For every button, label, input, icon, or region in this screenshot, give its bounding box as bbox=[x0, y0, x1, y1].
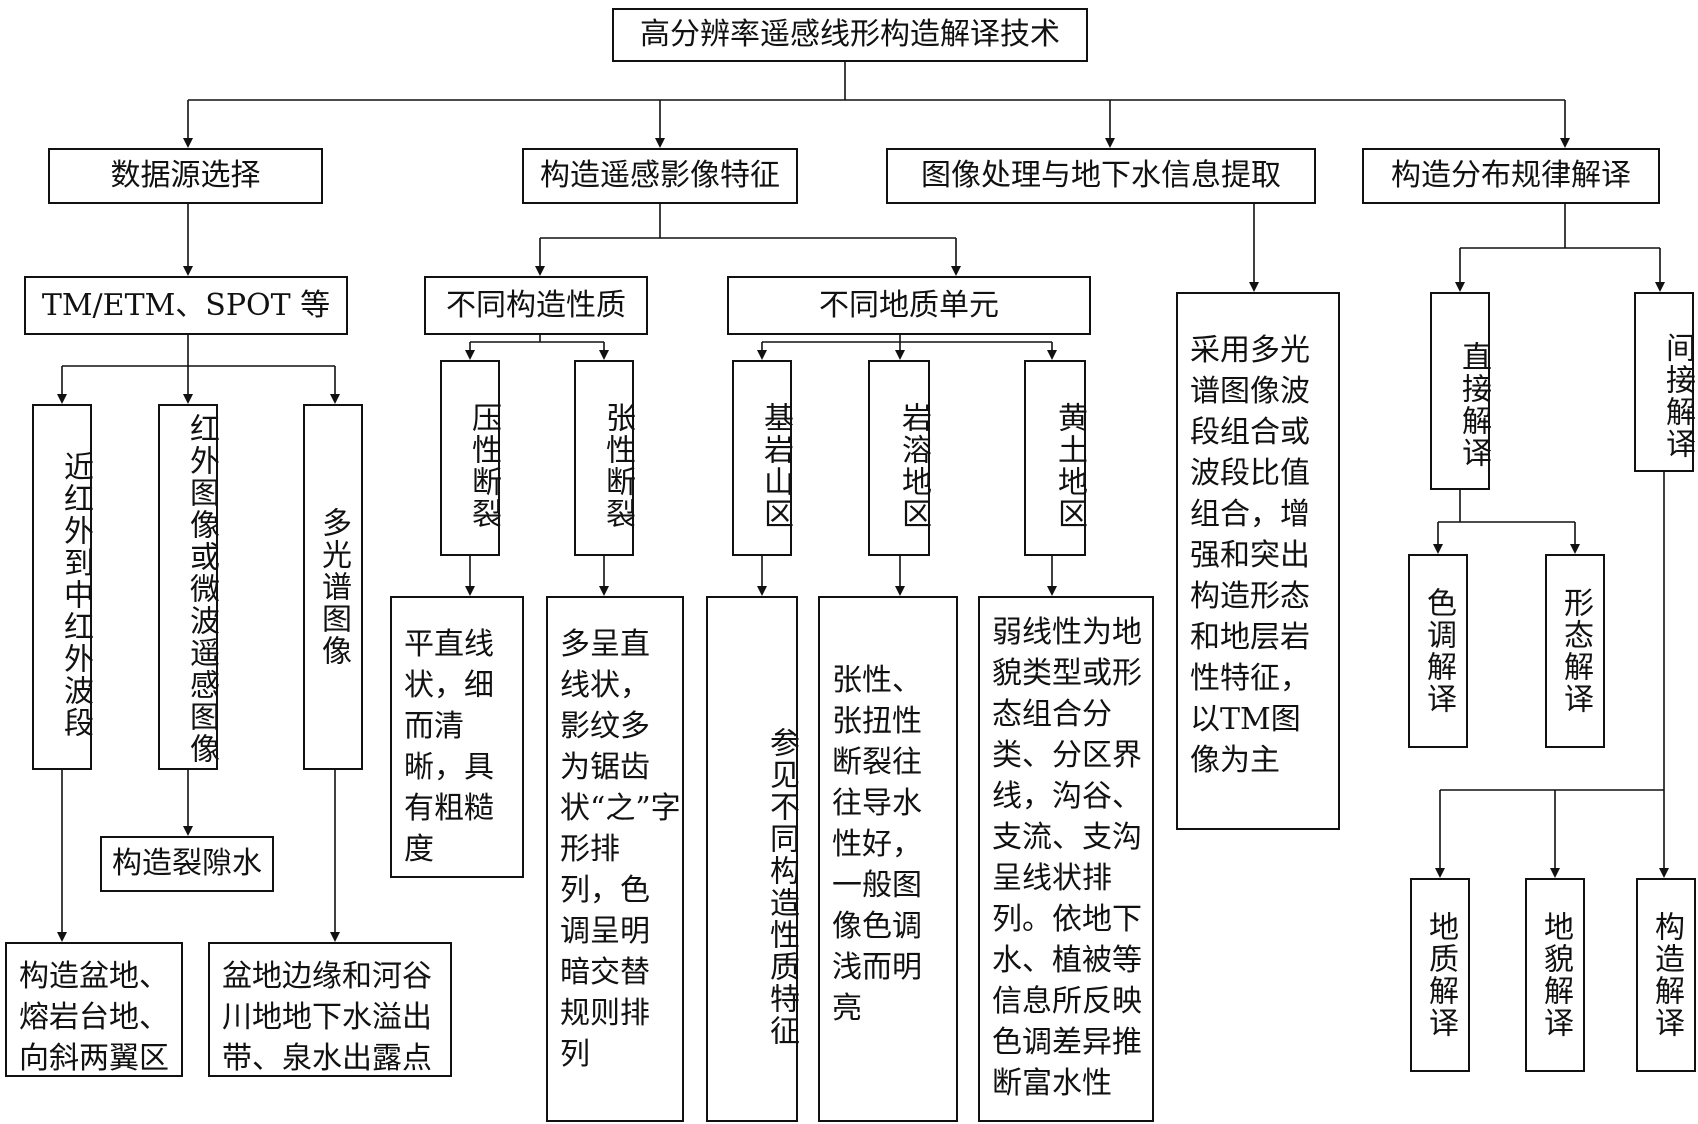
karst-area-box: 岩溶地区 bbox=[868, 360, 931, 556]
multispectral-box: 多光谱图像 bbox=[303, 404, 363, 770]
shape-interpretation-box: 形态解译 bbox=[1545, 554, 1605, 748]
indirect-interpretation-box: 间接解译 bbox=[1634, 292, 1695, 472]
geo-units-box: 不同地质单元 bbox=[727, 276, 1091, 335]
branch-data-source: 数据源选择 bbox=[48, 148, 323, 204]
structure-interpretation-box: 构造解译 bbox=[1636, 878, 1696, 1072]
structure-nature-box: 不同构造性质 bbox=[424, 276, 648, 335]
diagram-title: 高分辨率遥感线形构造解译技术 bbox=[612, 8, 1088, 62]
karst-desc-box: 张性、张扭性断裂往往导水性好，一般图像色调浅而明亮 bbox=[818, 596, 958, 1122]
geology-interpretation-box: 地质解译 bbox=[1410, 878, 1470, 1072]
tone-interpretation-box: 色调解译 bbox=[1408, 554, 1468, 748]
direct-interpretation-box: 直接解译 bbox=[1430, 292, 1491, 490]
tensile-fault-box: 张性断裂 bbox=[574, 360, 635, 556]
near-mid-ir-box: 近红外到中红外波段 bbox=[32, 404, 93, 770]
tensile-desc-box: 多呈直线状，影纹多为锯齿状“之”字形排列，色调呈明暗交替规则排列 bbox=[546, 596, 684, 1122]
bedrock-desc-box: 参见不同构造性质特征 bbox=[706, 596, 799, 1122]
sensors-box: TM/ETM、SPOT 等 bbox=[24, 276, 348, 335]
processing-desc-box: 采用多光谱图像波段组合或波段比值组合，增强和突出构造形态和地层岩性特征，以TM图… bbox=[1176, 292, 1340, 830]
basin-result-box: 构造盆地、熔岩台地、向斜两翼区 bbox=[5, 942, 183, 1077]
fracture-water-box: 构造裂隙水 bbox=[100, 836, 274, 892]
spring-result-box: 盆地边缘和河谷川地地下水溢出带、泉水出露点 bbox=[208, 942, 452, 1077]
compressive-desc-box: 平直线状，细而清晰，具有粗糙度 bbox=[390, 596, 524, 878]
loess-desc-box: 弱线性为地貌类型或形态组合分类、分区界线，沟谷、支流、支沟呈线状排列。依地下水、… bbox=[978, 596, 1154, 1122]
branch-image-features: 构造遥感影像特征 bbox=[522, 148, 798, 204]
branch-image-processing: 图像处理与地下水信息提取 bbox=[886, 148, 1316, 204]
landform-interpretation-box: 地貌解译 bbox=[1525, 878, 1585, 1072]
compressive-fault-box: 压性断裂 bbox=[440, 360, 501, 556]
branch-distribution: 构造分布规律解译 bbox=[1362, 148, 1660, 204]
bedrock-area-box: 基岩山区 bbox=[732, 360, 793, 556]
thermal-microwave-box: 红外图像或微波遥感图像 bbox=[158, 404, 219, 770]
loess-area-box: 黄土地区 bbox=[1024, 360, 1087, 556]
